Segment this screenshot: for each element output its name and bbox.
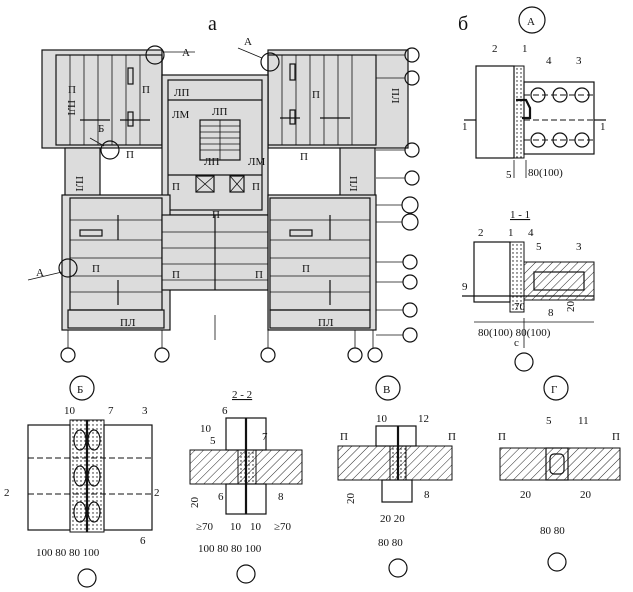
- plan-label-p: П: [252, 181, 260, 193]
- plan-label-pl: ПЛ: [120, 317, 136, 329]
- plan-label-lp: ЛП: [212, 106, 227, 118]
- section-2-2: 2 - 2 6 10 5 7 6 8 20 ≥70 10 10 ≥70 100 …: [189, 389, 303, 584]
- callout-3: 3: [142, 405, 148, 417]
- plan-label-pl: ПЛ: [65, 100, 77, 116]
- plan-label-p: П: [255, 269, 263, 281]
- dim-80-80: 80 80: [540, 525, 565, 537]
- plan-label-pl: ПЛ: [73, 176, 85, 192]
- dim-20-20: 20 20: [380, 513, 405, 525]
- callout-1: 1: [508, 227, 514, 239]
- plan-label-p: П: [300, 151, 308, 163]
- section-mark-1: 1: [600, 121, 606, 133]
- callout-11: 11: [578, 415, 589, 427]
- dim-10: 10: [230, 521, 242, 533]
- section-1-1: 1 - 1 2 1 4 5 3 9 8 70 20 80(100) 80(100…: [462, 209, 595, 372]
- dim-20: 20: [189, 497, 201, 509]
- callout-1: 1: [522, 43, 528, 55]
- plan-label-lm: ЛМ: [172, 109, 189, 121]
- node-a-plan-detail: А 1 1 2 1 4 3 5 80(100): [462, 6, 606, 181]
- callout-5: 5: [546, 415, 552, 427]
- callout-4: 4: [546, 55, 552, 67]
- dim-80-100: 80(100): [528, 167, 563, 179]
- dim-20: 20: [345, 493, 357, 505]
- callout-3: 3: [576, 241, 582, 253]
- dim-100-80-80-100: 100 80 80 100: [198, 543, 262, 555]
- plan-label-p: П: [142, 84, 150, 96]
- dim-20: 20: [565, 301, 577, 313]
- title-b: б: [458, 13, 468, 35]
- callout-6: 6: [140, 535, 146, 547]
- callout-9: 9: [462, 281, 468, 293]
- plan-label-p: П: [212, 209, 220, 221]
- callout-8: 8: [278, 491, 284, 503]
- section-mark-1: 1: [462, 121, 468, 133]
- callout-12: 12: [418, 413, 429, 425]
- node-letter-g: Г: [551, 384, 557, 396]
- plan-mark-a: А: [182, 47, 190, 59]
- plan-label-p: П: [172, 181, 180, 193]
- dim-80-80: 80 80: [378, 537, 403, 549]
- plan-label-p: П: [172, 269, 180, 281]
- dim-ge70: ≥70: [196, 521, 214, 533]
- node-b-plan-detail: Б 10 7 3 6 2 2 100 80 80 100: [4, 375, 160, 588]
- plan-label-pl: ПЛ: [318, 317, 334, 329]
- callout-10: 10: [64, 405, 76, 417]
- plan-label-p: П: [612, 431, 620, 443]
- callout-7: 7: [262, 431, 268, 443]
- section-mark-2: 2: [4, 487, 10, 499]
- callout-5: 5: [506, 169, 512, 181]
- callout-7: 7: [108, 405, 114, 417]
- dim-20: 20: [580, 489, 592, 501]
- section-title-1-1: 1 - 1: [510, 209, 530, 221]
- plan-label-p: П: [68, 84, 76, 96]
- floor-plan: ПЛ ПЛ ПЛ ПЛ ПЛ ПЛ П П П П П П П П П П П …: [27, 36, 420, 363]
- plan-label-p: П: [302, 263, 310, 275]
- callout-10: 10: [200, 423, 212, 435]
- callout-6: 6: [222, 405, 228, 417]
- callout-8: 8: [424, 489, 430, 501]
- node-letter-b: Б: [77, 384, 83, 396]
- callout-4: 4: [528, 227, 534, 239]
- plan-label-p: П: [126, 149, 134, 161]
- plan-label-p: П: [92, 263, 100, 275]
- plan-label-lm: ЛМ: [248, 156, 265, 168]
- dim-c: c: [514, 337, 519, 349]
- node-v-section: В П П 10 12 8 20 20 20 80 80: [337, 375, 456, 578]
- callout-6: 6: [218, 491, 224, 503]
- callout-2: 2: [478, 227, 484, 239]
- dim-ge70: ≥70: [274, 521, 292, 533]
- plan-mark-a: А: [36, 267, 44, 279]
- plan-label-pl: ПЛ: [347, 176, 359, 192]
- dim-80-100-pair: 80(100) 80(100): [478, 327, 551, 339]
- callout-10: 10: [376, 413, 388, 425]
- node-letter-a: А: [527, 16, 535, 28]
- section-title-2-2: 2 - 2: [232, 389, 252, 401]
- dim-10: 10: [250, 521, 262, 533]
- dim-70: 70: [514, 301, 526, 313]
- callout-5: 5: [536, 241, 542, 253]
- plan-label-p: П: [448, 431, 456, 443]
- plan-mark-b: Б: [98, 123, 104, 135]
- dim-20: 20: [520, 489, 532, 501]
- node-g-section: Г П П 5 11 20 20 80 80: [498, 375, 621, 572]
- plan-label-lp: ЛП: [204, 156, 219, 168]
- plan-label-p: П: [498, 431, 506, 443]
- dim-100-80-80-100: 100 80 80 100: [36, 547, 100, 559]
- callout-3: 3: [576, 55, 582, 67]
- title-a: а: [208, 13, 217, 35]
- node-letter-v: В: [383, 384, 390, 396]
- plan-label-p: П: [340, 431, 348, 443]
- callout-2: 2: [492, 43, 498, 55]
- callout-5: 5: [210, 435, 216, 447]
- plan-label-pl: ПЛ: [389, 88, 401, 104]
- plan-mark-a: А: [244, 36, 252, 48]
- section-mark-2: 2: [154, 487, 160, 499]
- plan-label-p: П: [312, 89, 320, 101]
- callout-8: 8: [548, 307, 554, 319]
- plan-label-lp: ЛП: [174, 87, 189, 99]
